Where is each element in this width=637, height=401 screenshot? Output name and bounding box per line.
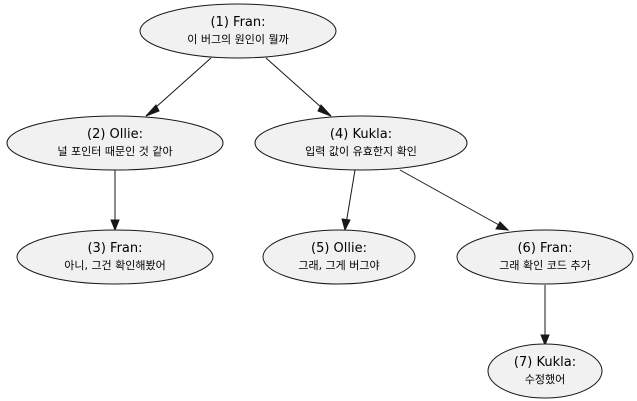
node-6-title: (6) Fran: xyxy=(517,241,572,256)
node-7: (7) Kukla: 수정했어 xyxy=(487,343,603,399)
node-4-title: (4) Kukla: xyxy=(330,127,392,142)
arrowhead-n6-n7 xyxy=(540,334,550,347)
arrowhead-n4-n5 xyxy=(341,218,351,232)
node-3-title: (3) Fran: xyxy=(87,241,142,256)
node-6: (6) Fran: 그래 확인 코드 추가 xyxy=(456,229,634,285)
node-5: (5) Ollie: 그래, 그게 버그야 xyxy=(262,229,416,285)
node-7-title: (7) Kukla: xyxy=(514,355,576,370)
node-7-text: 수정했어 xyxy=(525,373,565,386)
node-5-title: (5) Ollie: xyxy=(311,241,367,256)
edges-layer xyxy=(110,57,550,347)
node-2: (2) Ollie: 널 포인터 때문인 것 같아 xyxy=(6,115,224,171)
node-5-text: 그래, 그게 버그야 xyxy=(298,259,379,272)
edge-n4-n6 xyxy=(399,169,509,231)
node-1-title: (1) Fran: xyxy=(210,15,265,30)
node-6-text: 그래 확인 코드 추가 xyxy=(499,259,590,272)
node-2-title: (2) Ollie: xyxy=(87,127,143,142)
node-3-text: 아니, 그건 확인해봤어 xyxy=(64,258,166,272)
node-4-text: 입력 값이 유효한지 확인 xyxy=(305,145,417,158)
node-1: (1) Fran: 이 버그의 원인이 뭘까 xyxy=(139,3,337,59)
arrowhead-n1-n4 xyxy=(317,104,332,117)
arrowhead-n4-n6 xyxy=(495,221,510,231)
node-4: (4) Kukla: 입력 값이 유효한지 확인 xyxy=(254,115,468,171)
node-2-text: 널 포인터 때문인 것 같아 xyxy=(57,145,172,158)
arrowhead-n1-n2 xyxy=(145,104,160,117)
node-1-text: 이 버그의 원인이 뭘까 xyxy=(187,33,289,46)
node-3: (3) Fran: 아니, 그건 확인해봤어 xyxy=(16,229,214,285)
nodes-layer: (1) Fran: 이 버그의 원인이 뭘까 (2) Ollie: 널 포인터 … xyxy=(6,3,634,399)
arrowhead-n2-n3 xyxy=(110,219,120,232)
